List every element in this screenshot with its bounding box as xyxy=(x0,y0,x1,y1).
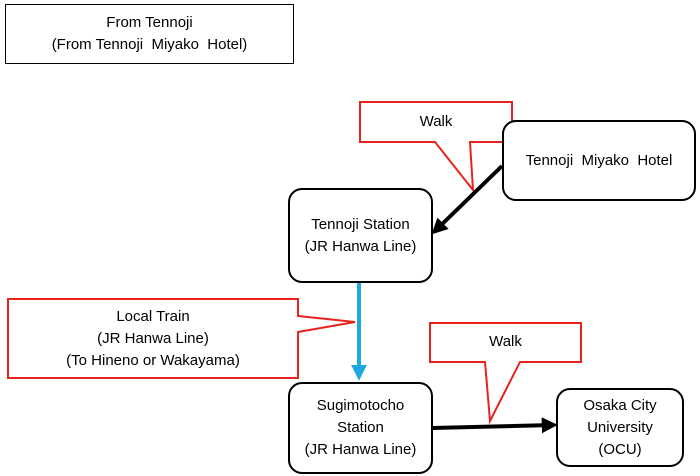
local-train-callout-shape xyxy=(7,298,356,379)
node-ocu-line-2: University xyxy=(587,418,653,436)
node-sugimotocho-line-1: Sugimotocho xyxy=(316,397,405,414)
node-tennoji-line-1: Tennoji Station xyxy=(311,215,410,233)
walk-callout-top-shape xyxy=(359,101,513,194)
node-hotel-label: Tennoji Miyako Hotel xyxy=(525,151,673,169)
walk-callout-top-label: Walk xyxy=(419,113,453,130)
walk-callout-top: Walk xyxy=(360,111,512,133)
local-train-line-2: (JR Hanwa Line) xyxy=(97,330,209,347)
walk-arrow-station-to-ocu xyxy=(431,417,558,434)
walk-callout-bottom-label: Walk xyxy=(489,333,522,350)
local-train-callout: Local Train (JR Hanwa Line) (To Hineno o… xyxy=(8,306,298,372)
node-osaka-city-university: Osaka City University (OCU) xyxy=(556,388,684,467)
title-line-1: From Tennoji xyxy=(106,14,193,31)
local-train-line-3: (To Hineno or Wakayama) xyxy=(66,352,240,369)
node-tennoji-station: Tennoji Station (JR Hanwa Line) xyxy=(288,188,433,283)
local-train-line-1: Local Train xyxy=(116,308,190,325)
node-sugimotocho-line-3: (JR Hanwa Line) xyxy=(304,441,417,458)
node-ocu-line-1: Osaka City xyxy=(583,396,657,414)
node-ocu-line-3: (OCU) xyxy=(598,440,642,458)
title-box: From Tennoji (From Tennoji Miyako Hotel) xyxy=(5,4,294,64)
title-line-2: (From Tennoji Miyako Hotel) xyxy=(51,36,248,53)
node-sugimotocho-station: Sugimotocho Station (JR Hanwa Line) xyxy=(288,382,433,474)
walk-callout-bottom: Walk xyxy=(430,331,581,353)
node-tennoji-miyako-hotel: Tennoji Miyako Hotel xyxy=(502,120,696,201)
node-tennoji-line-2: (JR Hanwa Line) xyxy=(304,237,417,255)
node-sugimotocho-line-2: Station xyxy=(337,419,384,436)
walk-arrow-hotel-to-station xyxy=(431,164,504,235)
walk-callout-bottom-shape xyxy=(429,322,582,425)
